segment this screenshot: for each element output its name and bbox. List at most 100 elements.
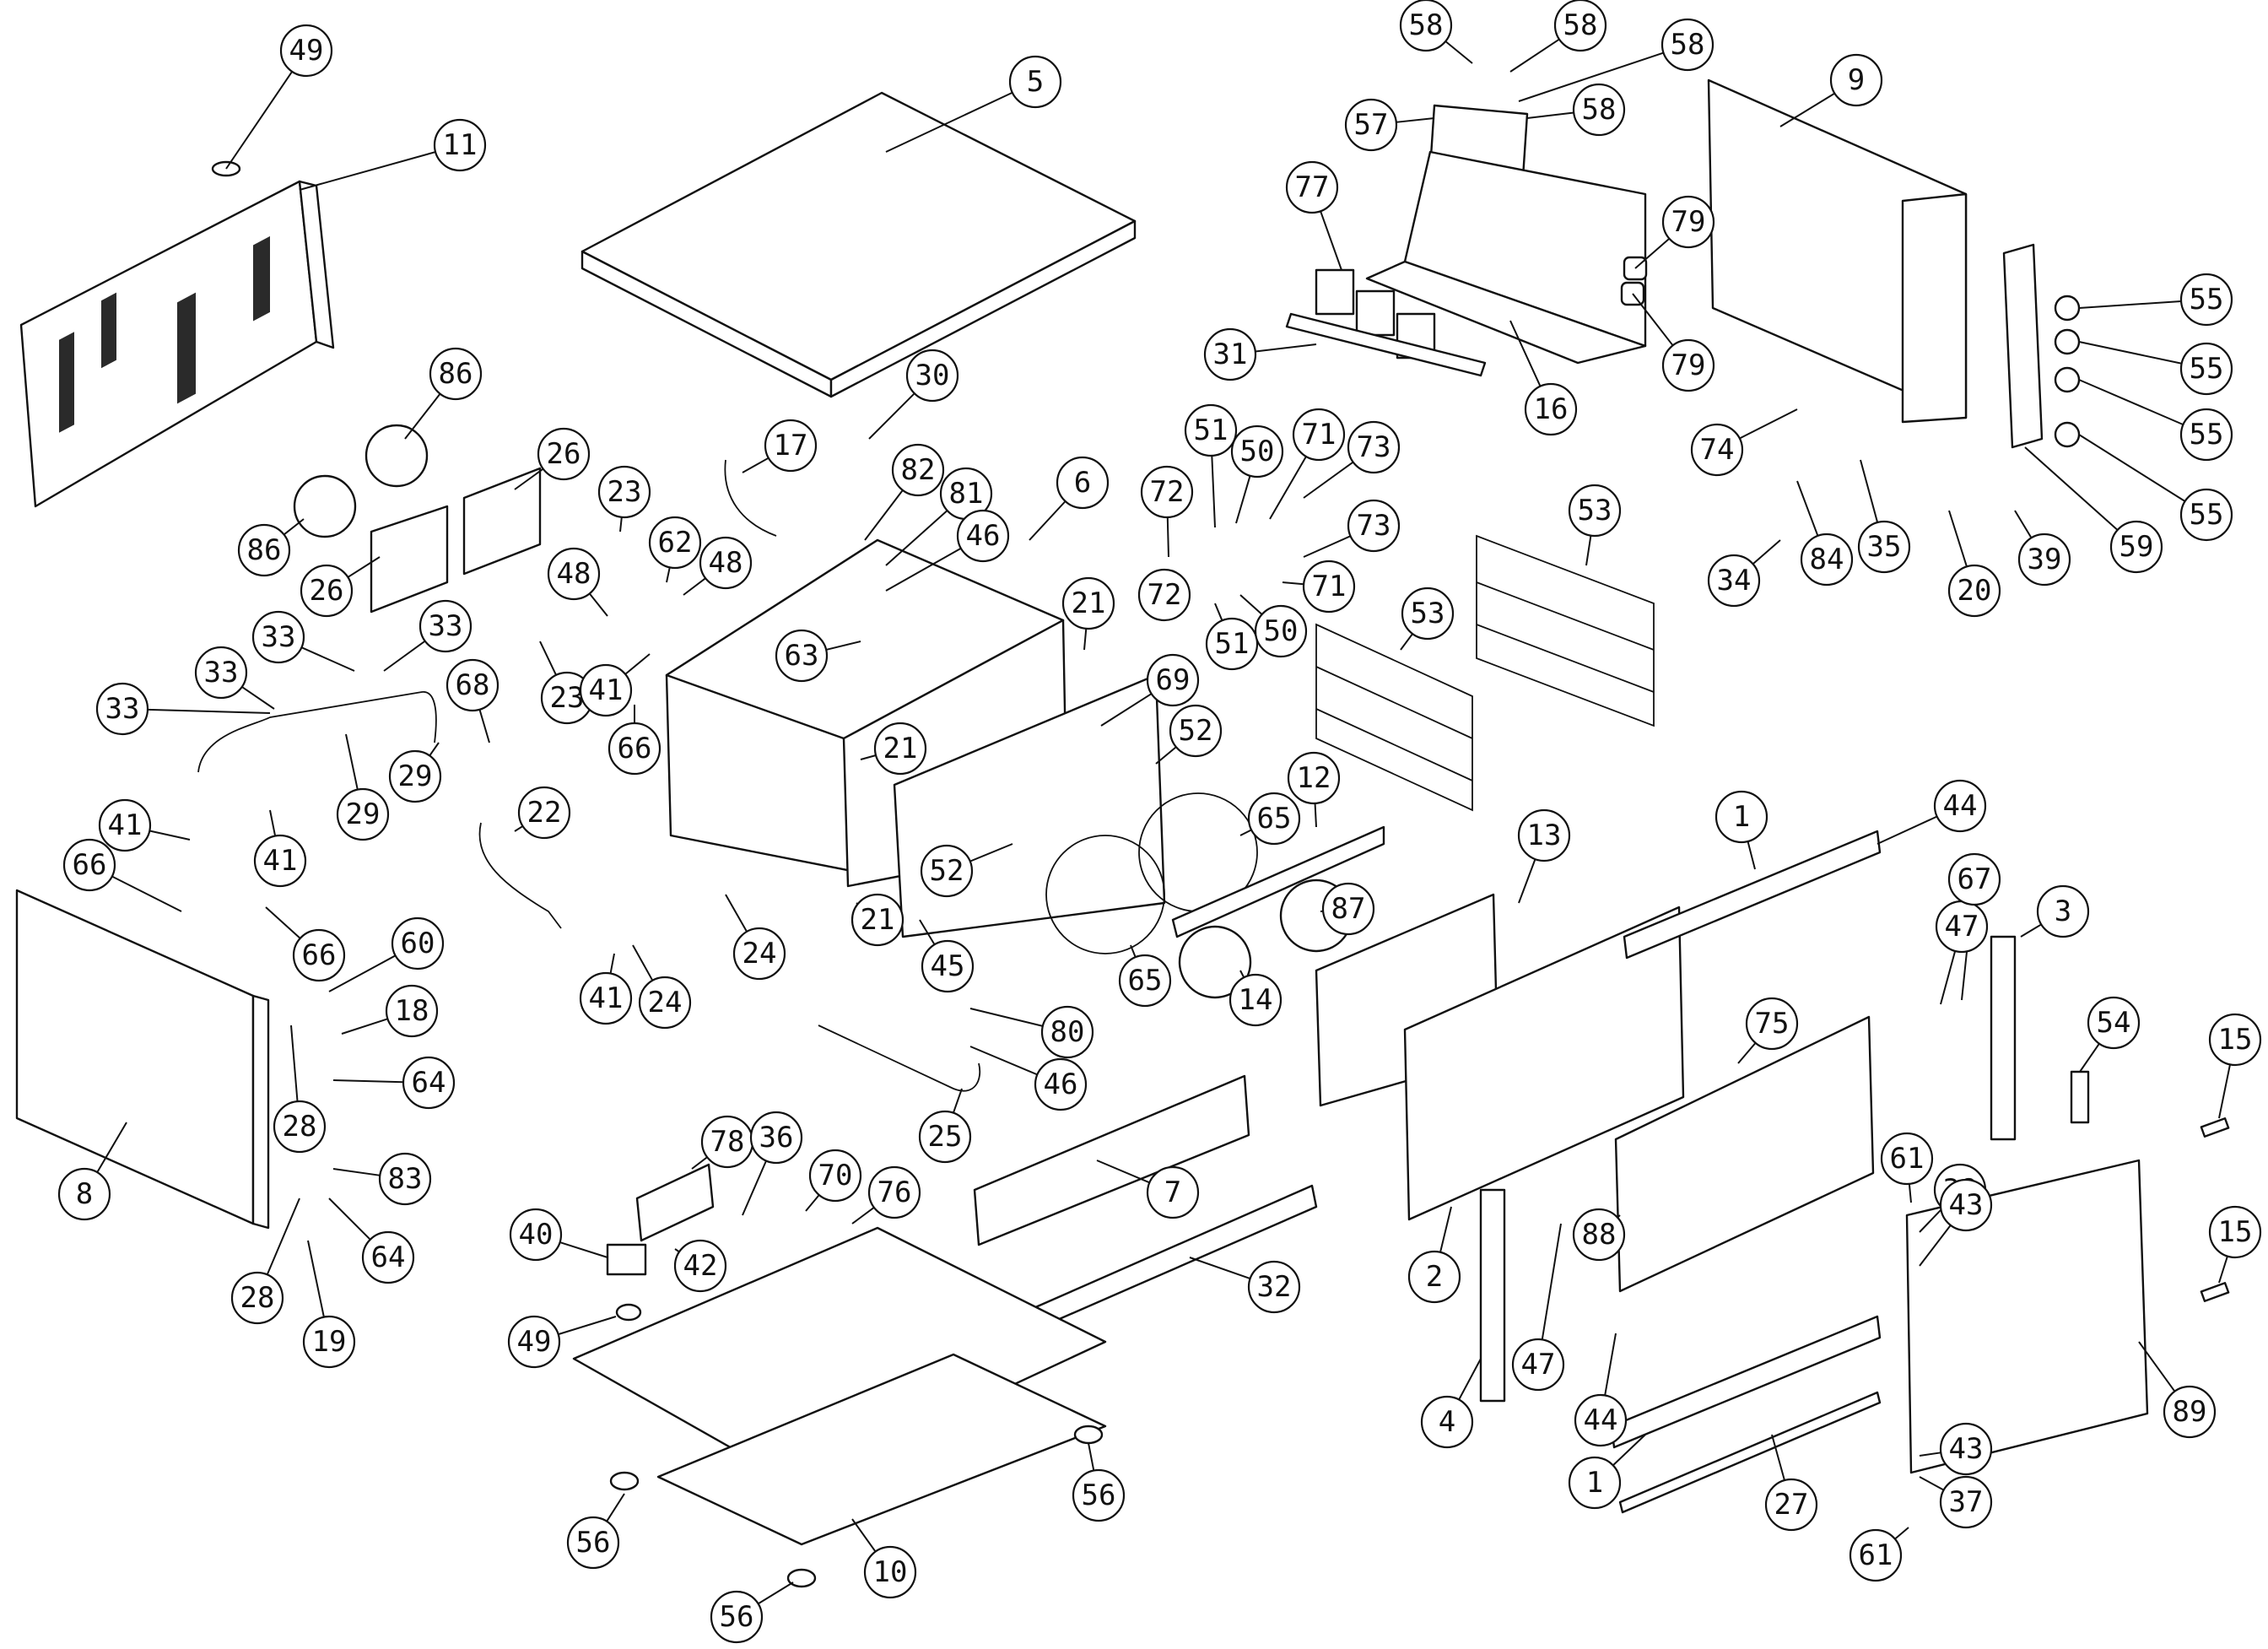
callout-51: 51 bbox=[1184, 403, 1238, 457]
callout-number: 79 bbox=[1671, 349, 1706, 382]
callout-51: 51 bbox=[1205, 617, 1259, 671]
leader-line bbox=[429, 742, 440, 756]
callout-72: 72 bbox=[1137, 568, 1191, 622]
leader-line bbox=[332, 1168, 381, 1176]
callout-55: 55 bbox=[2179, 273, 2233, 327]
callout-29: 29 bbox=[388, 749, 442, 803]
callout-number: 55 bbox=[2190, 352, 2224, 386]
callout-bubble bbox=[1661, 195, 1715, 249]
callout-43: 43 bbox=[1939, 1422, 1993, 1476]
callout-56: 56 bbox=[1072, 1468, 1126, 1522]
callout-44: 44 bbox=[1933, 779, 1987, 833]
callout-number: 56 bbox=[720, 1600, 754, 1634]
callout-33: 33 bbox=[251, 610, 305, 664]
leader-line bbox=[805, 1194, 820, 1212]
callout-number: 26 bbox=[547, 437, 581, 471]
callout-number: 42 bbox=[683, 1249, 718, 1283]
callout-bubble bbox=[2208, 1205, 2262, 1259]
callout-bubble bbox=[1800, 533, 1854, 587]
callout-bubble bbox=[1511, 1338, 1565, 1392]
callout-number: 72 bbox=[1148, 578, 1182, 612]
callout-number: 8 bbox=[76, 1177, 93, 1211]
callout-number: 12 bbox=[1297, 761, 1331, 795]
callout-bubble bbox=[1661, 338, 1715, 392]
callout-43: 43 bbox=[1939, 1178, 1993, 1232]
callout-number: 74 bbox=[1700, 433, 1735, 467]
callout-12: 12 bbox=[1287, 751, 1341, 805]
callout-86: 86 bbox=[237, 523, 291, 577]
callout-46: 46 bbox=[956, 509, 1010, 563]
leader-line bbox=[885, 91, 1013, 153]
callout-15: 15 bbox=[2208, 1205, 2262, 1259]
callout-number: 71 bbox=[1302, 418, 1336, 451]
leader-line bbox=[1314, 803, 1317, 828]
leader-line bbox=[632, 944, 654, 981]
callout-bubble bbox=[673, 1239, 727, 1293]
callout-25: 25 bbox=[918, 1110, 972, 1164]
leader-line bbox=[1752, 539, 1781, 565]
callout-bubble bbox=[850, 893, 904, 947]
leader-line bbox=[1739, 408, 1798, 440]
callout-84: 84 bbox=[1800, 533, 1854, 587]
callout-55: 55 bbox=[2179, 342, 2233, 396]
callout-15: 15 bbox=[2208, 1013, 2262, 1067]
callout-27: 27 bbox=[1764, 1478, 1818, 1532]
callout-bubble bbox=[1321, 882, 1375, 936]
callout-3: 3 bbox=[2036, 884, 2090, 938]
callout-bubble bbox=[2179, 488, 2233, 542]
callout-14: 14 bbox=[1228, 973, 1282, 1027]
leader-line bbox=[1779, 92, 1835, 127]
leader-line bbox=[1919, 1452, 1941, 1457]
callout-bubble bbox=[1407, 1250, 1461, 1304]
leader-line bbox=[1255, 343, 1317, 353]
callout-21: 21 bbox=[1061, 576, 1115, 630]
callout-28: 28 bbox=[273, 1100, 327, 1154]
callout-7: 7 bbox=[1146, 1165, 1200, 1219]
callout-number: 39 bbox=[2028, 543, 2062, 576]
leader-line bbox=[851, 1207, 875, 1225]
callout-number: 49 bbox=[289, 34, 324, 68]
door-trim-bottom bbox=[1610, 1315, 1882, 1449]
callout-number: 10 bbox=[873, 1555, 908, 1589]
callout-bubble bbox=[1420, 1395, 1474, 1449]
leader-line bbox=[1320, 210, 1342, 271]
leader-line bbox=[725, 894, 748, 933]
callout-number: 19 bbox=[312, 1325, 347, 1359]
callout-bubble bbox=[1572, 83, 1626, 137]
callout-bubble bbox=[1947, 564, 2001, 618]
leader-line bbox=[969, 843, 1013, 862]
callout-number: 14 bbox=[1239, 983, 1273, 1017]
callout-number: 46 bbox=[966, 519, 1001, 553]
callout-40: 40 bbox=[509, 1208, 563, 1262]
callout-bubble bbox=[608, 722, 662, 776]
leader-line bbox=[1634, 237, 1671, 269]
motor-bracket-a bbox=[370, 505, 449, 614]
callout-bubble bbox=[2208, 1013, 2262, 1067]
callout-bubble bbox=[579, 663, 633, 717]
callout-bubble bbox=[517, 786, 571, 840]
leader-line bbox=[266, 1198, 300, 1275]
control-bracket bbox=[1365, 104, 1647, 365]
callout-number: 76 bbox=[878, 1176, 912, 1209]
callout-bubble bbox=[194, 646, 248, 700]
callout-bubble bbox=[418, 599, 472, 653]
callout-34: 34 bbox=[1707, 554, 1761, 608]
callout-55: 55 bbox=[2179, 488, 2233, 542]
callout-4: 4 bbox=[1420, 1395, 1474, 1449]
callout-number: 60 bbox=[401, 927, 435, 960]
callout-number: 69 bbox=[1156, 663, 1191, 697]
leader-line bbox=[1096, 1160, 1150, 1184]
callout-71: 71 bbox=[1302, 560, 1356, 614]
callout-82: 82 bbox=[891, 443, 945, 497]
leader-line bbox=[588, 592, 608, 617]
leader-line bbox=[514, 468, 544, 490]
callout-number: 17 bbox=[774, 429, 808, 462]
callout-bubble bbox=[1572, 1208, 1626, 1262]
callout-66: 66 bbox=[62, 838, 116, 892]
callout-number: 52 bbox=[1179, 714, 1213, 748]
callout-bubble bbox=[1254, 604, 1308, 658]
callout-57: 57 bbox=[1344, 98, 1398, 152]
leader-line bbox=[307, 1240, 325, 1317]
callout-33: 33 bbox=[418, 599, 472, 653]
leader-line bbox=[514, 825, 524, 832]
